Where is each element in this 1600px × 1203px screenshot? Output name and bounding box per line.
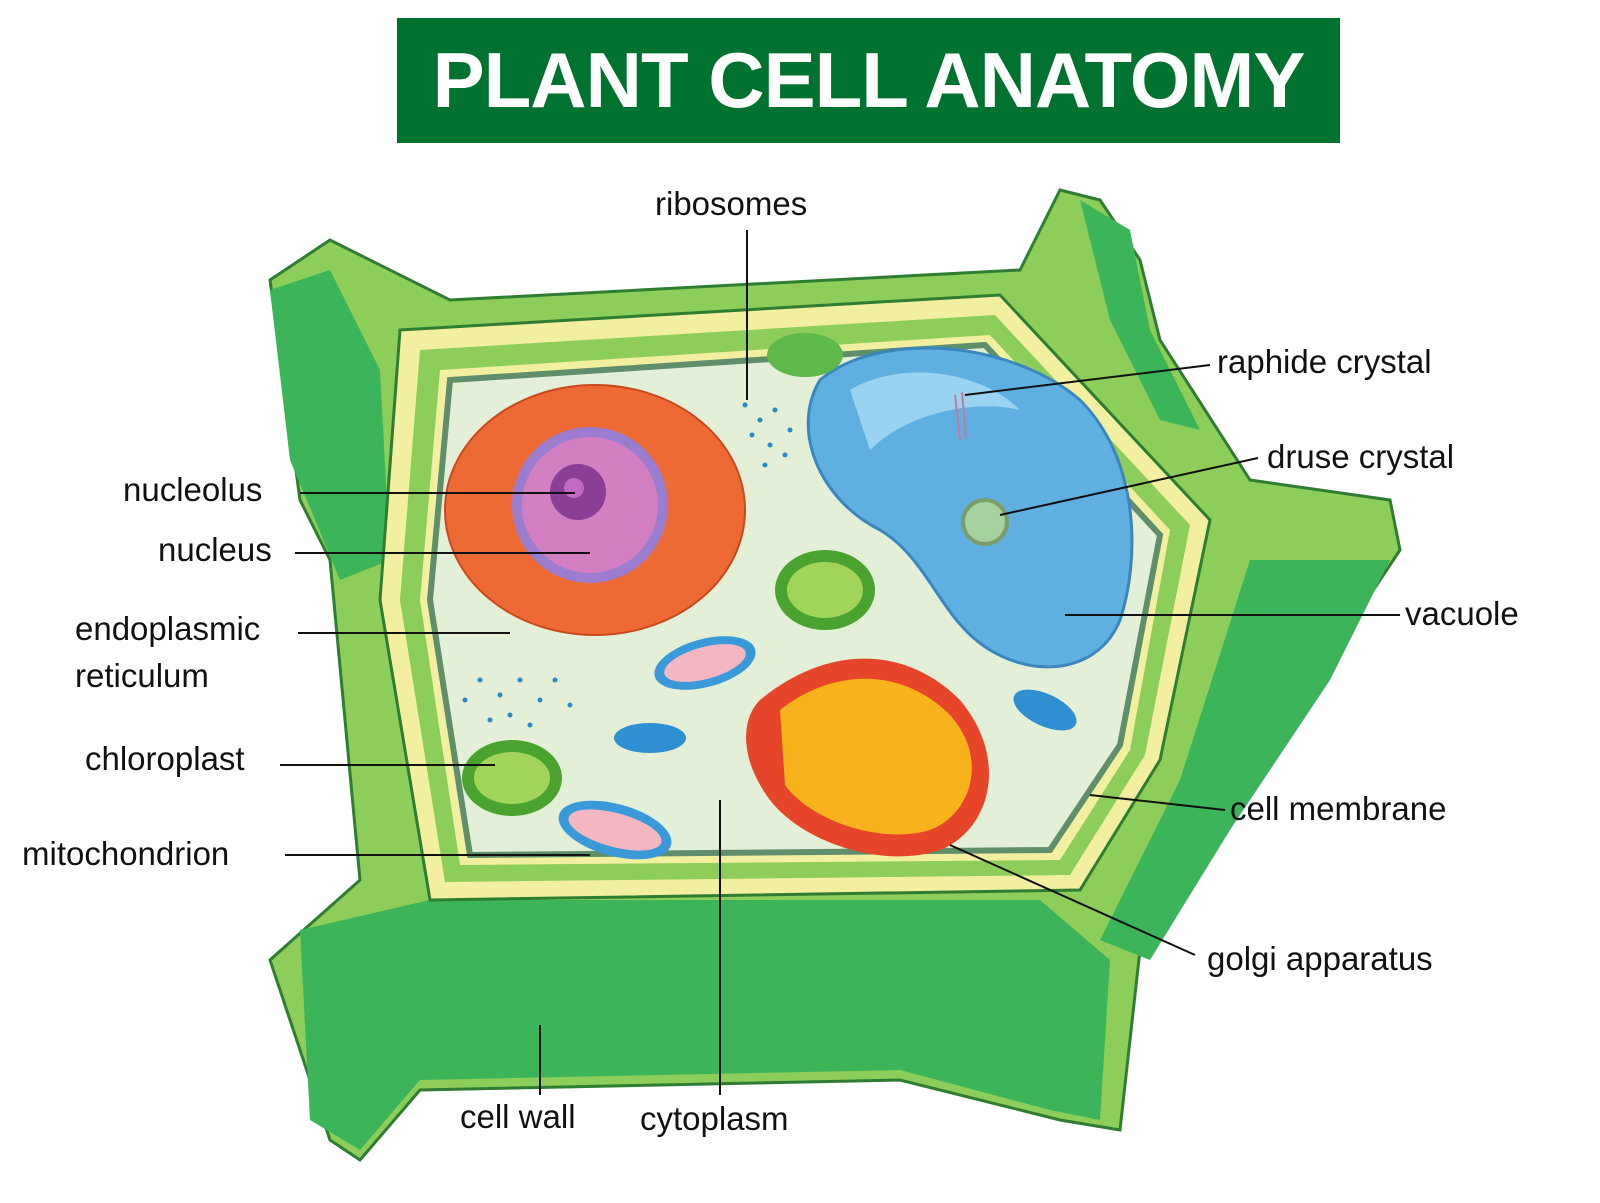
vesicle [614, 723, 686, 753]
page-title: PLANT CELL ANATOMY [397, 18, 1340, 143]
leader-lines [280, 230, 1400, 1095]
label-endoplasmic-reticulum-1: endoplasmic [75, 610, 260, 647]
label-cell-wall: cell wall [460, 1098, 576, 1135]
label-cytoplasm: cytoplasm [640, 1100, 789, 1137]
golgi-apparatus [746, 658, 989, 857]
label-vacuole: vacuole [1405, 595, 1519, 632]
druse-crystal [961, 498, 1009, 546]
label-ribosomes: ribosomes [655, 185, 807, 222]
label-druse-crystal: druse crystal [1267, 438, 1454, 475]
mitochondrion [558, 636, 756, 860]
label-nucleus: nucleus [158, 531, 272, 568]
ribosomes [462, 402, 793, 728]
vesicle [1013, 689, 1077, 731]
label-chloroplast: chloroplast [85, 740, 245, 777]
label-mitochondrion: mitochondrion [22, 835, 229, 872]
label-nucleolus: nucleolus [123, 471, 262, 508]
label-endoplasmic-reticulum-2: reticulum [75, 657, 209, 694]
label-raphide-crystal: raphide crystal [1217, 343, 1432, 380]
label-cell-membrane: cell membrane [1230, 790, 1446, 827]
label-golgi-apparatus: golgi apparatus [1207, 940, 1433, 977]
raphide-crystal [954, 391, 967, 441]
